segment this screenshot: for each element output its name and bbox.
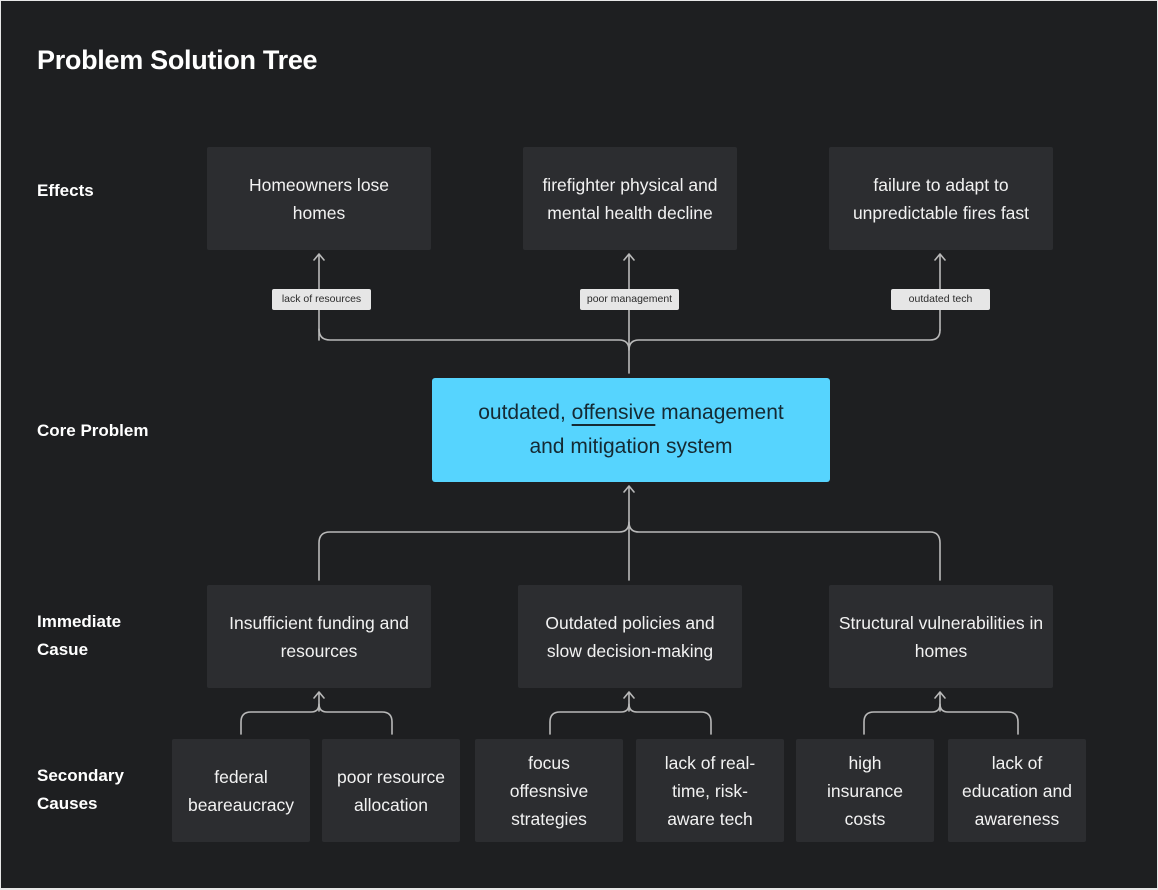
effect-node-text: Homeowners lose homes bbox=[248, 174, 390, 223]
core-problem-suffix: management and mitigation system bbox=[529, 401, 784, 458]
immediate-cause-text: Structural vulnerabilities in homes bbox=[838, 612, 1044, 661]
row-label-effects: Effects bbox=[37, 181, 94, 200]
effect-arrow-2 bbox=[623, 253, 635, 374]
secondary-brace-1 bbox=[240, 703, 393, 735]
immediate-cause-text: Insufficient funding and resources bbox=[229, 612, 409, 661]
secondary-cause-text: high insurance costs bbox=[827, 752, 903, 829]
core-problem-text: outdated, offensive management and mitig… bbox=[440, 396, 822, 464]
link-label-poor-management: poor management bbox=[580, 289, 679, 310]
effect-node-text: firefighter physical and mental health d… bbox=[542, 174, 718, 223]
secondary-cause-node[interactable]: focus offesnsive strategies bbox=[475, 739, 623, 842]
secondary-cause-node[interactable]: poor resource allocation bbox=[322, 739, 460, 842]
immediate-cause-text: Outdated policies and slow decision-maki… bbox=[545, 612, 715, 661]
row-label-immediate-cause: Immediate Casue bbox=[37, 608, 121, 664]
effects-brace bbox=[318, 328, 941, 351]
secondary-cause-text: poor resource allocation bbox=[337, 766, 445, 815]
core-problem-prefix: outdated, bbox=[478, 401, 572, 424]
secondary-cause-text: lack of real-time, risk-aware tech bbox=[664, 752, 756, 829]
secondary-cause-node[interactable]: high insurance costs bbox=[796, 739, 934, 842]
core-arrow bbox=[623, 485, 635, 581]
row-label-secondary-causes: Secondary Causes bbox=[37, 762, 124, 818]
effect-node[interactable]: failure to adapt to unpredictable fires … bbox=[829, 147, 1053, 250]
core-problem-node[interactable]: outdated, offensive management and mitig… bbox=[432, 378, 830, 482]
effect-node-text: failure to adapt to unpredictable fires … bbox=[852, 174, 1030, 223]
secondary-cause-node[interactable]: lack of education and awareness bbox=[948, 739, 1086, 842]
secondary-cause-text: lack of education and awareness bbox=[962, 752, 1072, 829]
page-title: Problem Solution Tree bbox=[37, 45, 318, 75]
immediate-cause-node[interactable]: Structural vulnerabilities in homes bbox=[829, 585, 1053, 688]
core-problem-emphasis: offensive bbox=[571, 401, 656, 424]
immediate-brace bbox=[318, 521, 941, 581]
secondary-cause-node[interactable]: federal beareaucracy bbox=[172, 739, 310, 842]
immediate-cause-node[interactable]: Outdated policies and slow decision-maki… bbox=[518, 585, 742, 688]
row-label-immediate-cause-line2: Casue bbox=[37, 640, 89, 659]
link-label-lack-of-resources: lack of resources bbox=[272, 289, 371, 310]
row-label-immediate-cause-line1: Immediate bbox=[37, 612, 122, 631]
row-label-secondary-causes-line1: Secondary bbox=[37, 766, 124, 785]
row-label-secondary-causes-line2: Causes bbox=[37, 794, 98, 813]
effect-node[interactable]: Homeowners lose homes bbox=[207, 147, 431, 250]
secondary-cause-node[interactable]: lack of real-time, risk-aware tech bbox=[636, 739, 784, 842]
secondary-cause-text: focus offesnsive strategies bbox=[509, 752, 589, 829]
secondary-brace-3 bbox=[863, 703, 1019, 735]
secondary-brace-2 bbox=[549, 703, 712, 735]
row-label-core-problem: Core Problem bbox=[37, 421, 149, 440]
effect-node[interactable]: firefighter physical and mental health d… bbox=[523, 147, 737, 250]
link-label-outdated-tech: outdated tech bbox=[891, 289, 990, 310]
secondary-cause-text: federal beareaucracy bbox=[187, 766, 295, 815]
immediate-cause-node[interactable]: Insufficient funding and resources bbox=[207, 585, 431, 688]
